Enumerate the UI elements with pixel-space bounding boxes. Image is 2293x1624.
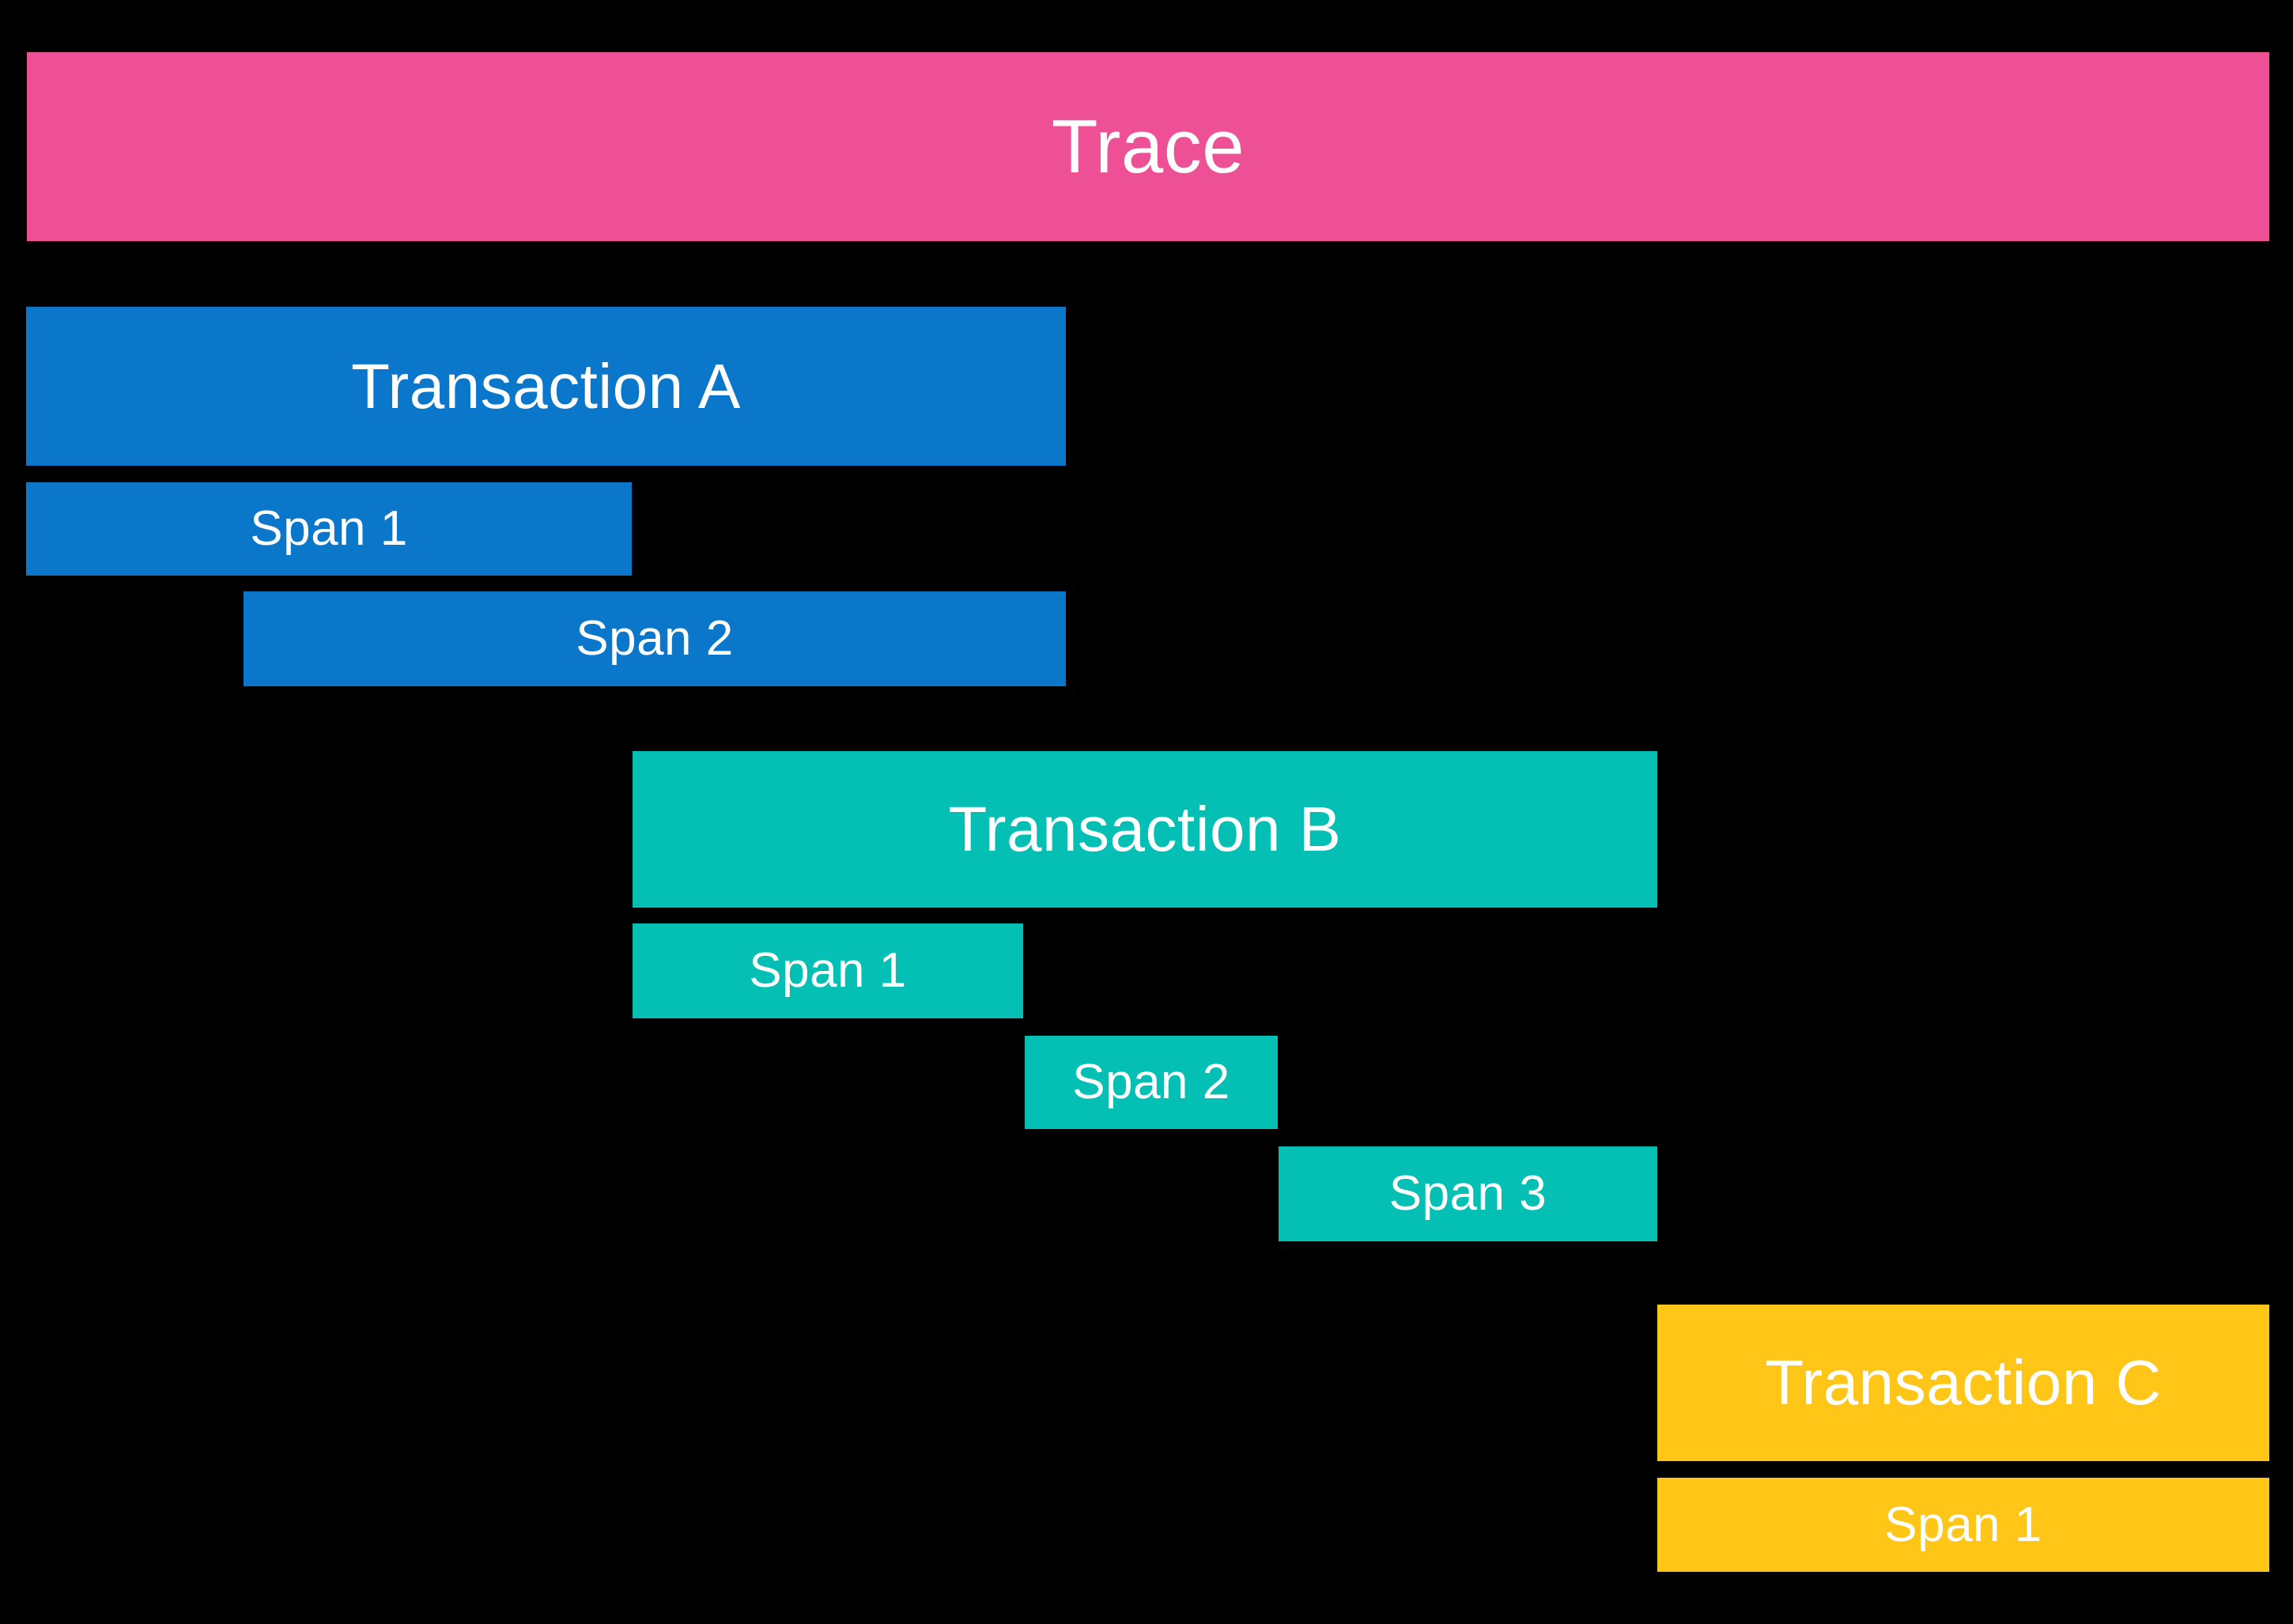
bar-transaction-b: Transaction B xyxy=(633,751,1657,908)
bar-label-transaction-a: Transaction A xyxy=(351,350,741,421)
bar-trace: Trace xyxy=(27,52,2269,241)
bar-transaction-c-span-1: Span 1 xyxy=(1657,1478,2269,1572)
bar-label-transaction-b: Transaction B xyxy=(948,794,1342,864)
bar-transaction-a-span-1: Span 1 xyxy=(26,482,632,576)
bar-label-transaction-b-span-2: Span 2 xyxy=(1072,1055,1230,1109)
bar-label-trace: Trace xyxy=(1051,104,1245,189)
bar-label-transaction-a-span-2: Span 2 xyxy=(576,611,734,666)
bar-transaction-a: Transaction A xyxy=(26,307,1066,466)
bar-label-transaction-b-span-3: Span 3 xyxy=(1388,1166,1547,1221)
bar-transaction-a-span-2: Span 2 xyxy=(244,591,1066,686)
bar-transaction-b-span-3: Span 3 xyxy=(1279,1146,1657,1241)
bar-label-transaction-a-span-1: Span 1 xyxy=(250,501,408,556)
bar-label-transaction-b-span-1: Span 1 xyxy=(749,943,907,998)
bar-label-transaction-c-span-1: Span 1 xyxy=(1884,1497,2042,1552)
bar-transaction-b-span-2: Span 2 xyxy=(1025,1036,1278,1129)
bar-transaction-b-span-1: Span 1 xyxy=(633,923,1023,1018)
bar-label-transaction-c: Transaction C xyxy=(1765,1347,2162,1418)
bar-transaction-c: Transaction C xyxy=(1657,1305,2269,1461)
